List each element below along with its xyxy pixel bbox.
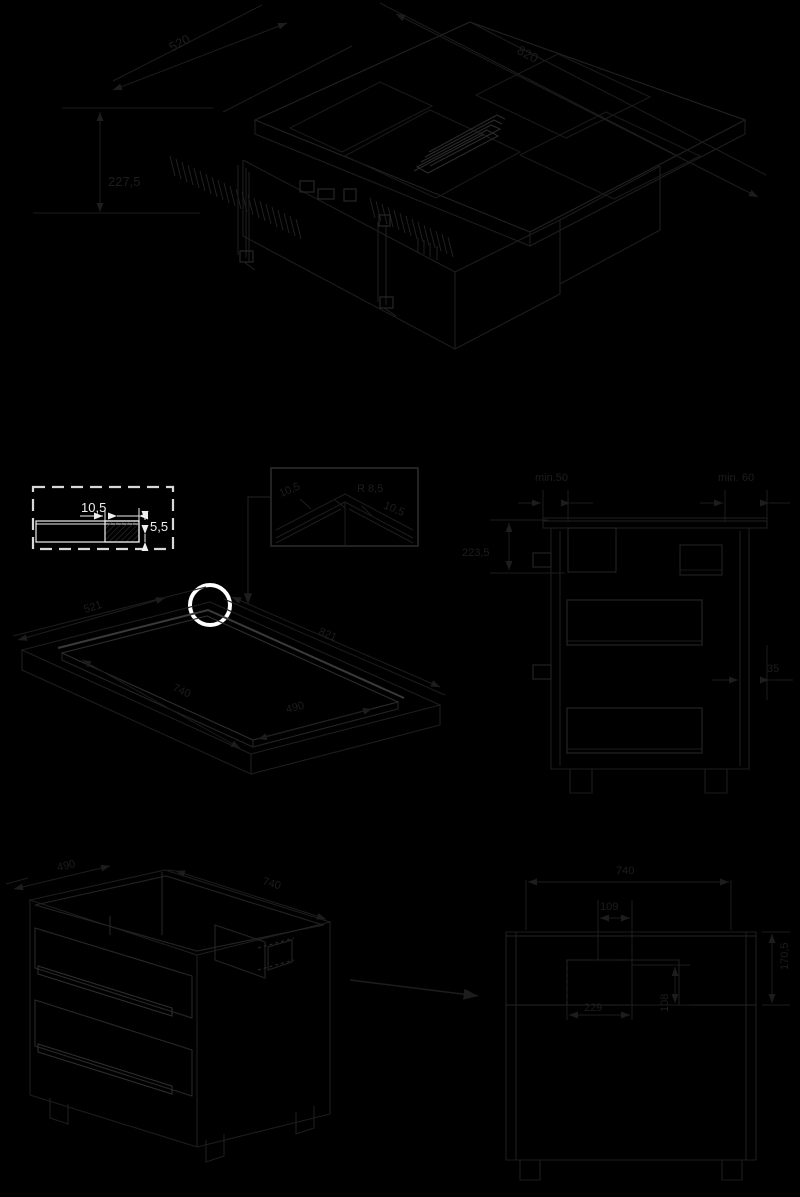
dim-cutout-outer-depth: 521 <box>82 599 103 616</box>
dim-hob-height: 227,5 <box>108 174 141 189</box>
edge-section-detail-box: 10,5 5,5 <box>31 485 175 551</box>
cabinet-section-view <box>532 517 768 794</box>
dim-clearance-left: min.50 <box>535 472 568 484</box>
dim-cabinet-depth: 490 <box>56 858 77 874</box>
isometric-cabinet-view <box>27 869 333 1163</box>
detail-box-border <box>31 485 175 551</box>
dim-cutout-height: 108 <box>659 994 671 1012</box>
cabinet-section-dimensions <box>490 490 793 700</box>
view-transfer-arrow <box>349 979 479 1000</box>
iso-cabinet-dimensions <box>5 864 327 920</box>
flange-hatched-section <box>104 520 140 543</box>
detail-callout-circle <box>188 583 232 627</box>
detail-leader-line <box>243 496 271 604</box>
dim-corner-radius: R 8,5 <box>357 483 383 495</box>
iso-cutout-dimensions <box>12 586 446 749</box>
dim-flange-thickness: 5,5 <box>150 519 168 534</box>
dim-rear-gap: 35 <box>767 663 779 675</box>
iso-hob-dimensions <box>33 2 767 214</box>
dim-cutout-side: 229 <box>584 1002 602 1014</box>
rear-panel-cutout-view <box>505 931 757 1181</box>
dim-panel-width: 740 <box>616 865 634 877</box>
dim-cabinet-height: 223,5 <box>462 547 490 559</box>
dim-cutout-depth: 490 <box>285 700 306 716</box>
dim-cabinet-width: 740 <box>261 875 282 892</box>
dim-clearance-right: min. 60 <box>718 472 754 484</box>
dim-cutout-offset: 109 <box>600 901 618 913</box>
dim-panel-height: 170,5 <box>779 942 791 970</box>
rear-panel-dimensions <box>525 878 790 1020</box>
corner-detail-border <box>270 467 419 547</box>
dim-flange-width: 10,5 <box>81 500 106 515</box>
